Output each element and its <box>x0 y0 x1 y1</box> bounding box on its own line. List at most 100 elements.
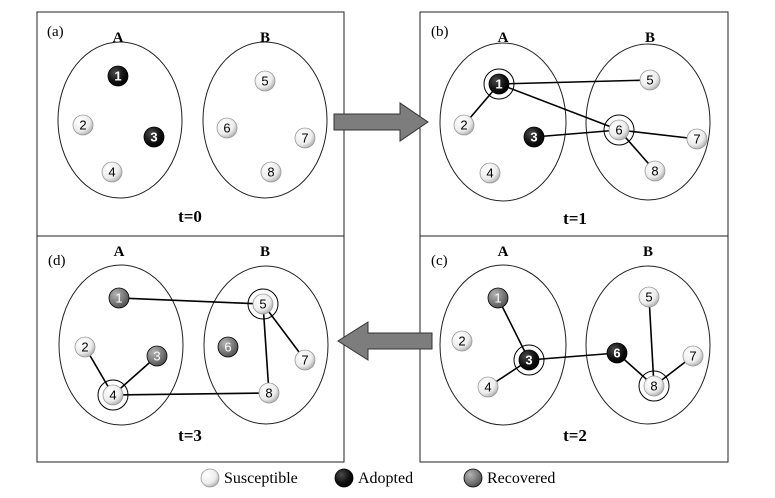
legend-adopted-label: Adopted <box>358 470 413 487</box>
node-adopted-circle <box>488 73 510 95</box>
node-label: 2 <box>79 118 86 133</box>
group-a-label: A <box>114 244 125 260</box>
edge-5-7 <box>262 303 306 361</box>
node-8: 8 <box>260 161 282 183</box>
node-label: 1 <box>494 291 501 306</box>
node-label: 8 <box>265 386 272 401</box>
edge-4-8 <box>112 392 270 396</box>
edge-1-5 <box>118 297 264 305</box>
group-b-label: B <box>645 30 655 46</box>
node-4: 4 <box>101 161 123 183</box>
legend-item-recovered: Recovered <box>463 468 555 488</box>
node-label: 1 <box>115 291 122 306</box>
panel-label: (b) <box>431 24 449 40</box>
legend-item-adopted: Adopted <box>334 468 413 488</box>
node-1: 1 <box>108 287 130 309</box>
node-label: 3 <box>153 349 160 364</box>
group-b-ellipse <box>202 41 328 199</box>
node-2: 2 <box>453 114 475 136</box>
time-label: t=1 <box>563 209 587 228</box>
node-susceptible-circle <box>644 160 666 182</box>
legend-adopted-swatch <box>334 468 354 488</box>
arrow-right-icon <box>333 102 429 142</box>
group-a-ellipse <box>57 41 183 199</box>
node-label: 7 <box>693 132 700 147</box>
node-susceptible-circle <box>453 114 475 136</box>
active-ring <box>638 370 670 402</box>
panel-c-frame <box>419 235 729 463</box>
edge-1-6 <box>498 83 620 131</box>
node-recovered-circle <box>487 287 509 309</box>
node-label: 5 <box>646 73 653 88</box>
node-susceptible-circle <box>260 161 282 183</box>
legend-susceptible-label: Susceptible <box>224 470 298 487</box>
node-label: 7 <box>689 349 696 364</box>
node-7: 7 <box>686 128 708 150</box>
node-1: 1 <box>483 68 515 100</box>
group-a-ellipse <box>439 264 567 426</box>
node-8: 8 <box>644 160 666 182</box>
node-adopted-circle <box>143 126 165 148</box>
group-b-ellipse <box>585 265 711 425</box>
active-ring <box>513 344 545 376</box>
active-ring <box>483 68 515 100</box>
node-susceptible-circle <box>74 336 96 358</box>
node-label: 5 <box>261 74 268 89</box>
arrow-left-icon <box>337 321 433 361</box>
node-label: 3 <box>525 353 532 368</box>
edge-1-5 <box>498 79 651 85</box>
node-label: 8 <box>651 164 658 179</box>
node-susceptible-circle <box>643 375 665 397</box>
node-adopted-circle <box>518 349 540 371</box>
node-susceptible-circle <box>639 69 661 91</box>
edge-3-6 <box>533 129 620 138</box>
node-5: 5 <box>247 288 279 320</box>
group-b-label: B <box>643 244 653 260</box>
active-ring <box>603 114 635 146</box>
node-6: 6 <box>606 342 628 364</box>
node-5: 5 <box>254 70 276 92</box>
node-susceptible-circle <box>294 349 316 371</box>
node-susceptible-circle <box>608 119 630 141</box>
legend-susceptible-swatch <box>200 468 220 488</box>
node-susceptible-circle <box>254 70 276 92</box>
node-recovered-circle <box>108 287 130 309</box>
legend-item-susceptible: Susceptible <box>200 468 298 488</box>
panel-label: (d) <box>48 253 66 269</box>
legend-recovered-label: Recovered <box>487 470 555 487</box>
node-5: 5 <box>639 69 661 91</box>
node-adopted-circle <box>107 65 129 87</box>
active-ring <box>247 288 279 320</box>
node-label: 5 <box>645 290 652 305</box>
transition-arrows <box>333 102 433 361</box>
node-susceptible-circle <box>682 345 704 367</box>
node-label: 7 <box>301 131 308 146</box>
group-a-ellipse <box>58 264 184 426</box>
group-b-ellipse <box>203 265 329 425</box>
edge-6-7 <box>618 129 698 140</box>
node-susceptible-circle <box>101 161 123 183</box>
node-label: 6 <box>224 340 231 355</box>
active-ring <box>97 379 129 411</box>
node-3: 3 <box>523 126 545 148</box>
node-4: 4 <box>97 379 129 411</box>
node-3: 3 <box>143 126 165 148</box>
time-label: t=3 <box>178 426 202 445</box>
edge-1-3 <box>497 297 530 361</box>
node-2: 2 <box>72 114 94 136</box>
group-a-label: A <box>498 244 509 260</box>
panel-label: (c) <box>431 253 448 269</box>
node-susceptible-circle <box>477 376 499 398</box>
node-5: 5 <box>638 286 660 308</box>
node-adopted-circle <box>523 126 545 148</box>
node-label: 2 <box>458 334 465 349</box>
node-susceptible-circle <box>686 128 708 150</box>
group-a-label: A <box>113 30 124 46</box>
